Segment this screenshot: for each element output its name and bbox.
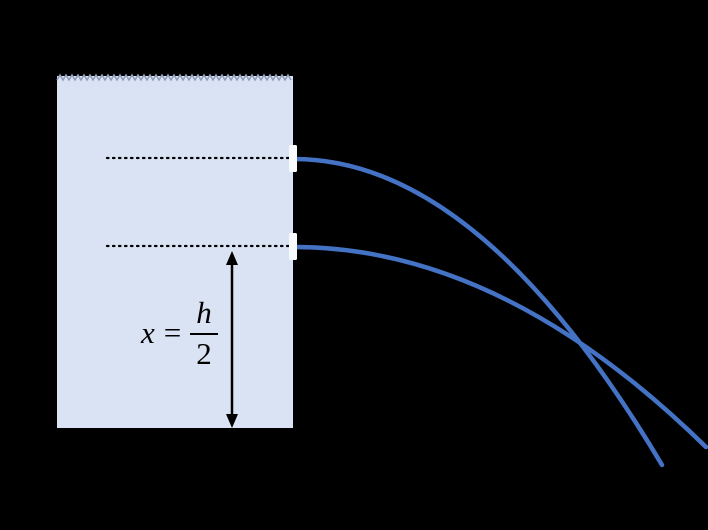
jet-upper [291,156,665,468]
equals-sign: = [163,315,182,351]
fraction-numerator: h [190,296,218,335]
water-tank [57,76,293,428]
depth-variable: x [141,315,155,351]
upper-hole [289,145,297,172]
fraction-denominator: 2 [196,335,212,371]
depth-label: x = h 2 [141,296,218,371]
fraction-h-over-2: h 2 [190,296,218,371]
depth-arrow-head-bottom [226,414,238,428]
depth-arrow-head-top [226,251,238,265]
lower-hole [289,233,297,260]
water-surface-edge [56,73,292,82]
jet-lower [291,244,708,450]
